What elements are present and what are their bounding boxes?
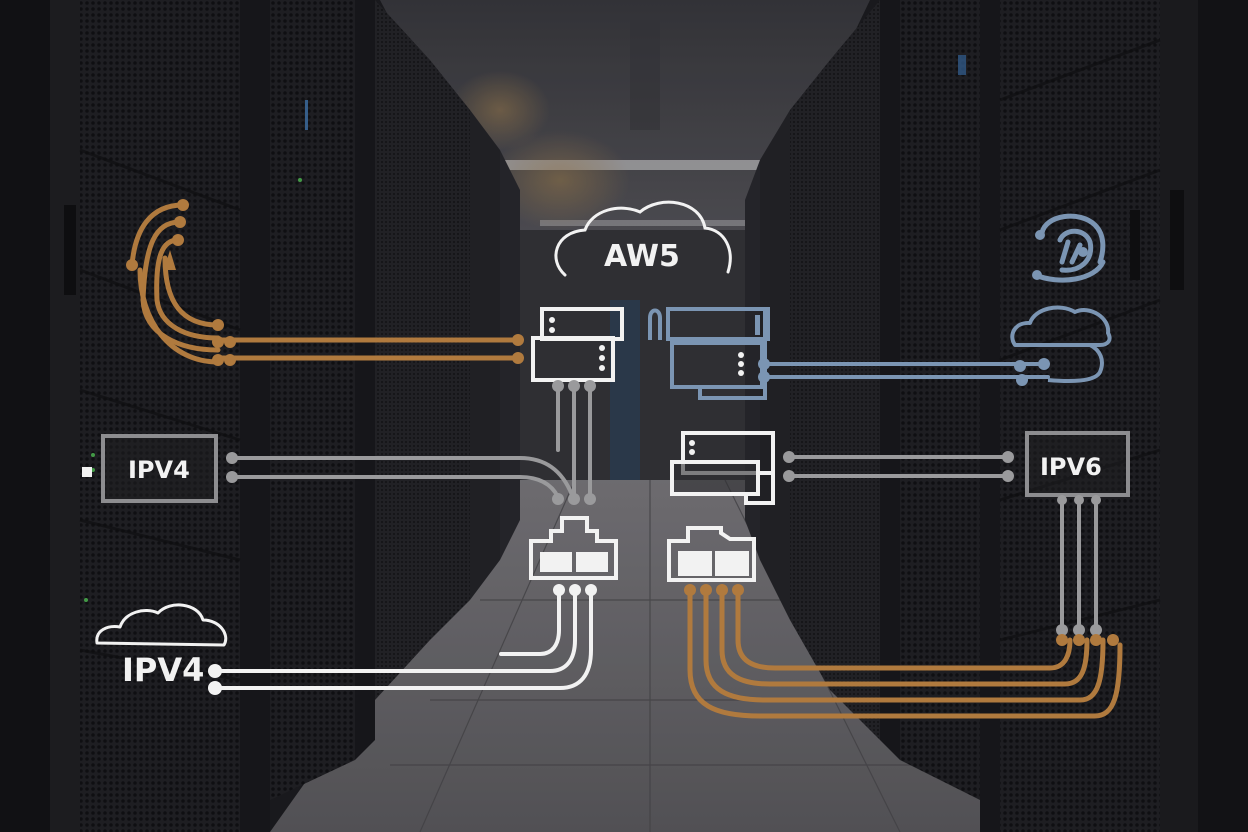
cloud-icon (1010, 305, 1112, 347)
headset-icon (1039, 213, 1106, 265)
white-links-bottom (213, 588, 593, 690)
orange-links-bottom (687, 589, 1123, 719)
ipv4-node: IPV4 (82, 434, 218, 503)
headset-node (1032, 213, 1106, 283)
network-switch-icon (667, 526, 756, 582)
ipv4-label: IPV4 (128, 456, 190, 484)
blue-cloud (1010, 305, 1112, 383)
cloud-bottom-left: IPV4 (95, 603, 228, 689)
ipv6-label: IPV6 (1040, 453, 1102, 481)
box-outline (101, 434, 218, 503)
server-stack-icon (666, 307, 770, 341)
cable-bundle-terminals (126, 199, 524, 366)
network-switch-icon (529, 516, 618, 580)
cable-hook-icon (648, 308, 662, 340)
blue-links (762, 362, 1050, 379)
gray-links-vertical (556, 386, 592, 497)
switch-left (529, 516, 618, 580)
gray-links-ipv6 (787, 455, 1010, 478)
box-outline (1025, 431, 1130, 497)
server-blue (648, 307, 770, 400)
cloud-bottom-label: IPV4 (122, 651, 204, 689)
cloud-label: AW5 (604, 239, 680, 274)
server-white (531, 307, 624, 382)
cloud-icon (554, 200, 732, 277)
cloud-icon (95, 603, 228, 647)
server-right-mid (670, 431, 775, 505)
square-marker (82, 467, 92, 477)
switch-right (667, 526, 756, 582)
gray-links-ipv6-down (1060, 495, 1098, 632)
ipv6-node: IPV6 (1025, 431, 1130, 497)
cloud-top: AW5 (554, 200, 732, 277)
server-stack-icon (531, 307, 624, 382)
cable-bundle-icon (129, 202, 523, 365)
